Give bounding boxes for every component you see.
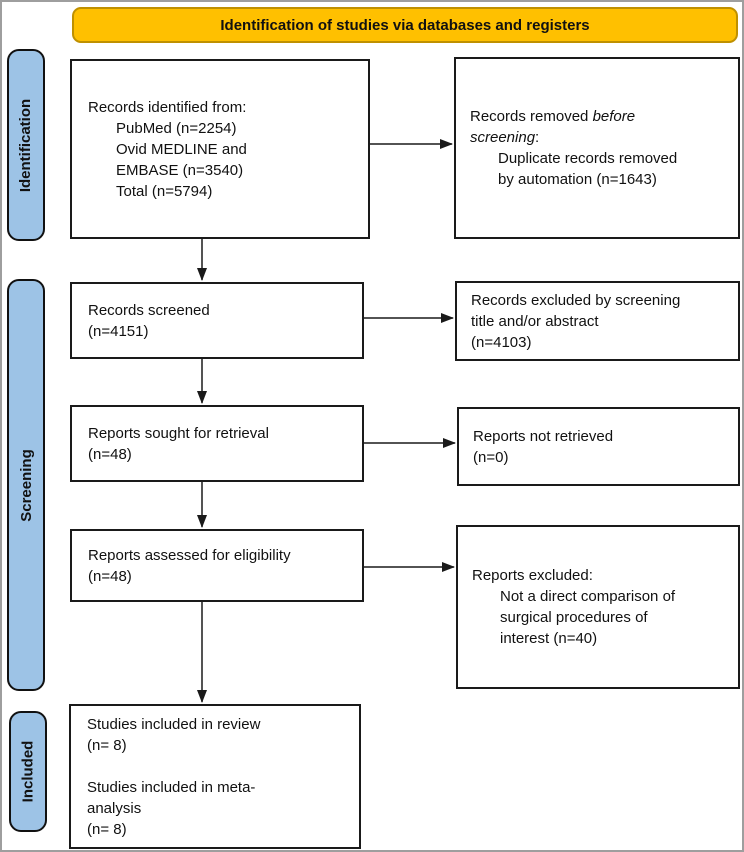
reports-not-retrieved-text: Reports not retrieved (n=0): [473, 427, 614, 466]
box-records-excluded: Records excluded by screening title and/…: [455, 281, 740, 361]
records-removed-items: Duplicate records removed by automation …: [498, 150, 678, 188]
box-reports-excluded: Reports excluded: Not a direct compariso…: [456, 525, 740, 689]
records-identified-items: PubMed (n=2254) Ovid MEDLINE and EMBASE …: [116, 119, 247, 200]
box-reports-assessed: Reports assessed for eligibility (n=48): [70, 529, 364, 602]
box-records-removed: Records removed before screening: Duplic…: [454, 57, 740, 239]
records-screened-text: Records screened (n=4151): [88, 301, 210, 340]
records-excluded-text: Records excluded by screening title and/…: [471, 291, 681, 351]
banner-identification-of-studies: Identification of studies via databases …: [72, 7, 738, 43]
reports-assessed-text: Reports assessed for eligibility (n=48): [88, 546, 291, 585]
records-removed-lead: Records removed: [470, 108, 593, 125]
stage-included: Included: [9, 711, 47, 832]
box-records-identified: Records identified from: PubMed (n=2254)…: [70, 59, 370, 239]
records-removed-colon: :: [535, 129, 540, 146]
banner-title: Identification of studies via databases …: [220, 16, 590, 34]
stage-screening: Screening: [7, 279, 45, 691]
reports-excluded-items: Not a direct comparison of surgical proc…: [500, 588, 676, 647]
reports-excluded-title: Reports excluded:: [472, 567, 593, 584]
box-reports-not-retrieved: Reports not retrieved (n=0): [457, 407, 740, 486]
records-removed-line2: screening:: [470, 127, 728, 148]
records-removed-line1: Records removed before: [470, 106, 728, 127]
records-removed-italic-before: before: [592, 108, 636, 125]
box-reports-sought: Reports sought for retrieval (n=48): [70, 405, 364, 482]
stage-identification: Identification: [7, 49, 45, 241]
records-identified-title: Records identified from:: [88, 98, 247, 116]
stage-included-label: Included: [19, 740, 37, 803]
records-removed-italic-screening: screening: [470, 129, 536, 146]
studies-included-text: Studies included in review (n= 8) Studie…: [87, 715, 261, 838]
box-records-screened: Records screened (n=4151): [70, 282, 364, 359]
box-studies-included: Studies included in review (n= 8) Studie…: [69, 704, 361, 849]
stage-screening-label: Screening: [17, 448, 35, 522]
reports-sought-text: Reports sought for retrieval (n=48): [88, 424, 269, 463]
stage-identification-label: Identification: [17, 98, 35, 192]
